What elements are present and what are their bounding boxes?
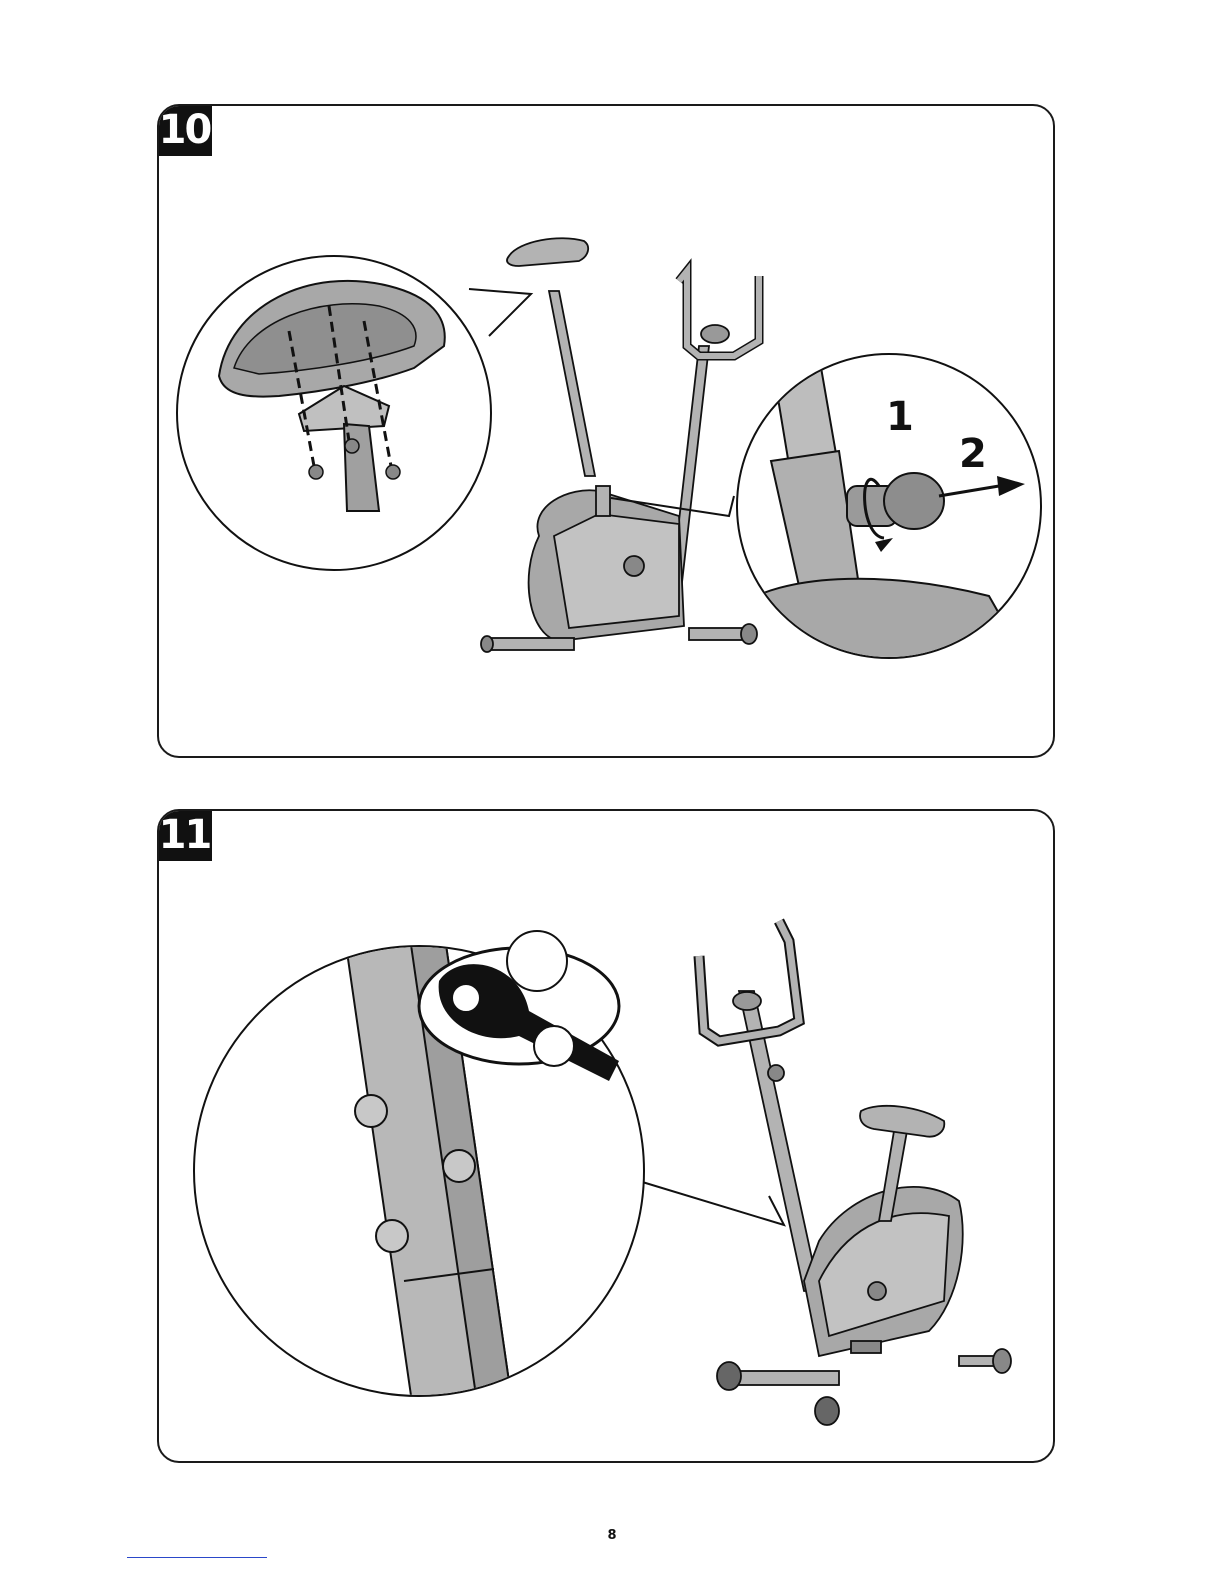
- step-10-illustration: [159, 106, 1055, 758]
- step-11-panel: 11: [157, 809, 1055, 1463]
- step-10-panel: 10: [157, 104, 1055, 758]
- callout-number-1: 1: [886, 394, 914, 440]
- step-11-illustration: [159, 811, 1055, 1463]
- exercise-bike-exploded: [481, 238, 759, 652]
- footer-link-line: [127, 1557, 267, 1558]
- callout-number-2: 2: [959, 431, 987, 477]
- exercise-bike-assembled: [699, 921, 1011, 1425]
- bolt-tightening-detail: [194, 931, 784, 1451]
- page-number: 8: [0, 1528, 1224, 1543]
- saddle-detail-callout: [177, 256, 531, 570]
